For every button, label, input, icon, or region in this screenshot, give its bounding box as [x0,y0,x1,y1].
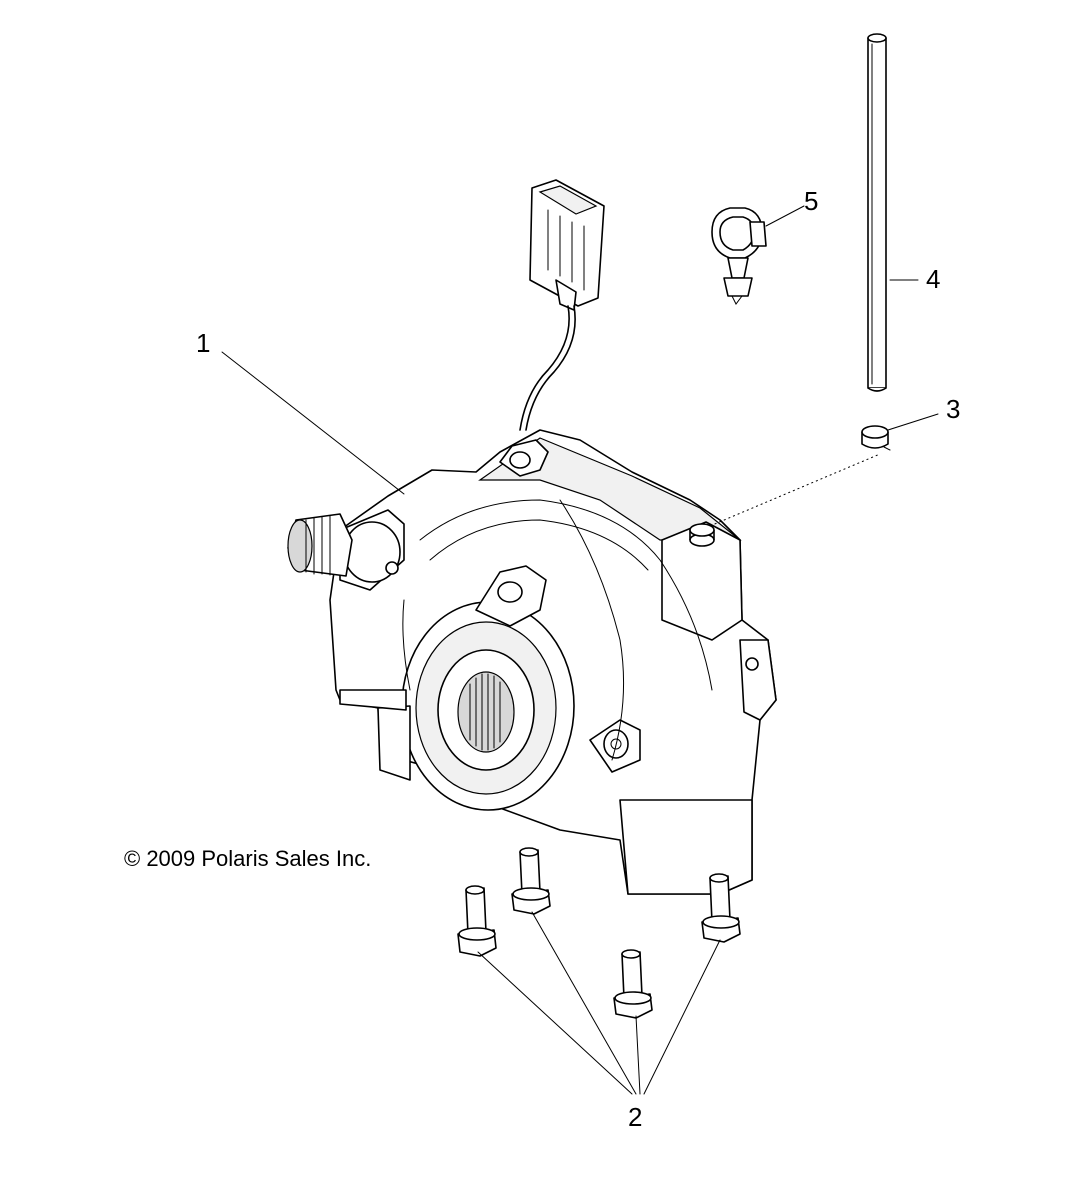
part-2-bolt-d [701,873,741,943]
part-1-gearcase [287,429,777,895]
callout-4: 4 [926,264,940,294]
part-5-clip [711,207,767,305]
wire-connector [519,179,605,431]
part-4-tube [867,33,887,392]
callout-1: 1 [196,328,210,358]
leader-lines [221,205,939,1095]
callout-5: 5 [804,186,818,216]
copyright-text: © 2009 Polaris Sales Inc. [124,846,371,871]
callout-2: 2 [628,1102,642,1132]
callout-3: 3 [946,394,960,424]
part-2-bolt-b [511,847,551,915]
part-2-bolt-c [613,949,653,1019]
part-3-clamp [861,425,891,451]
part-2-bolt-a [457,885,497,957]
spline-lines [469,673,501,751]
